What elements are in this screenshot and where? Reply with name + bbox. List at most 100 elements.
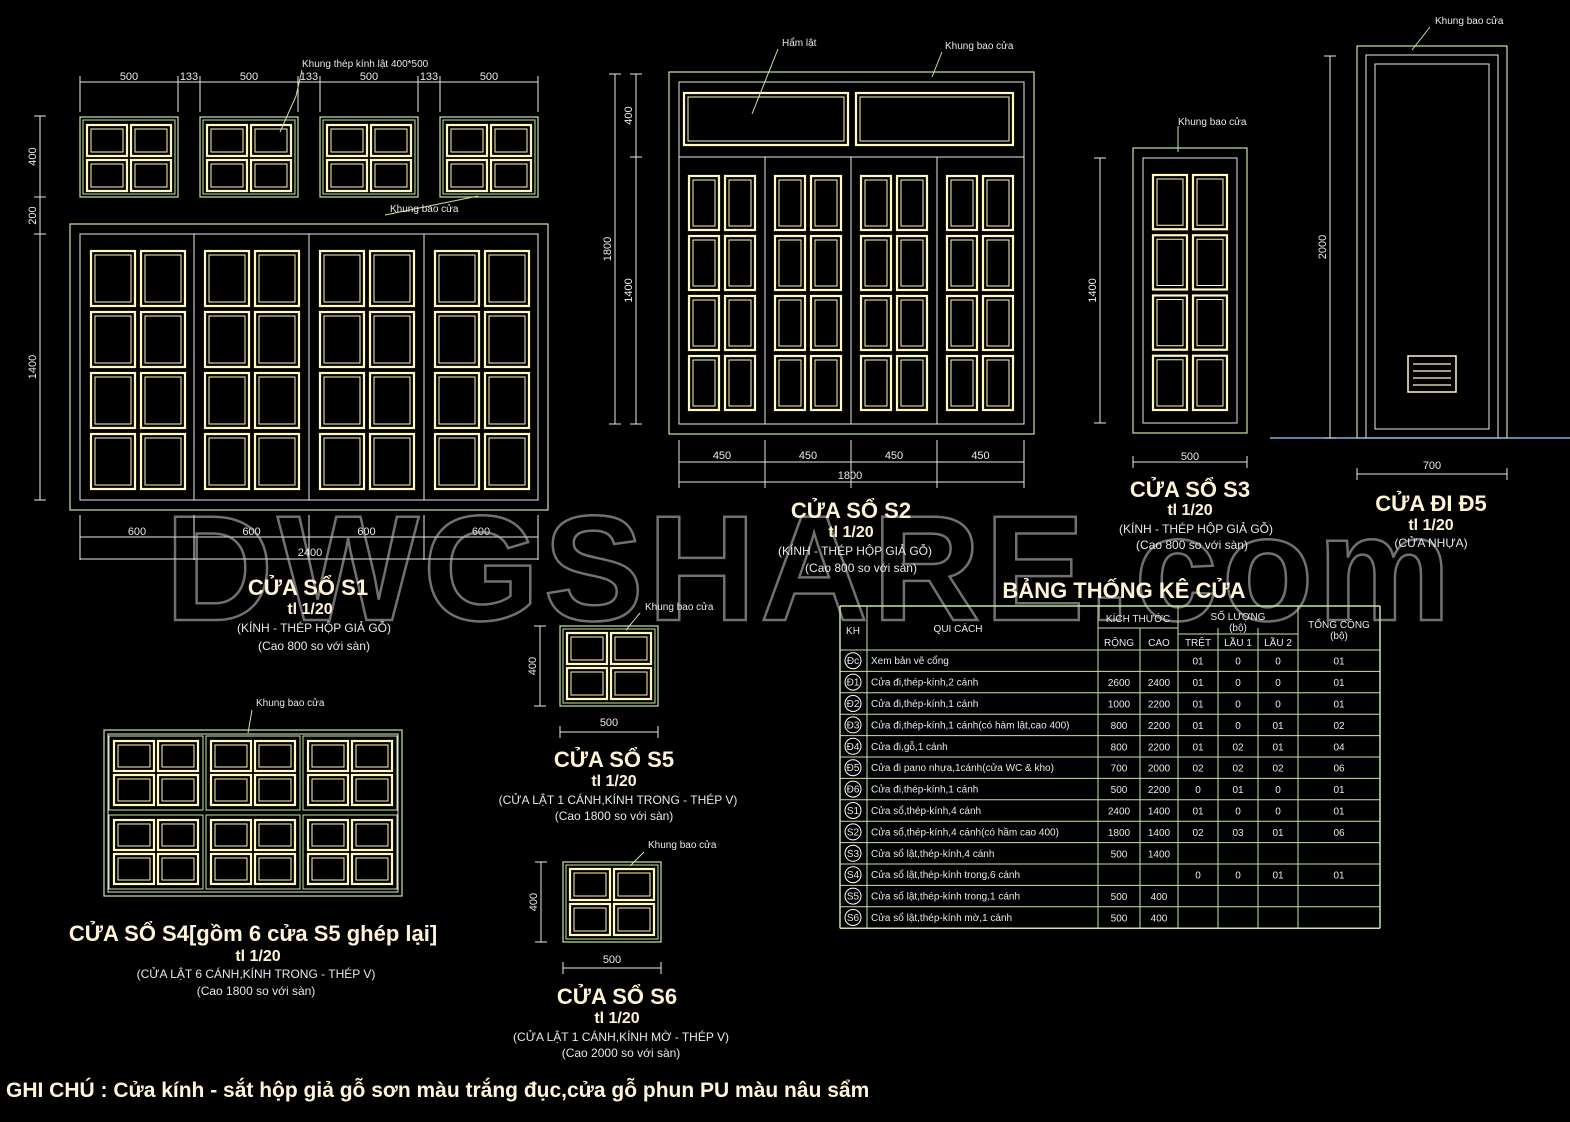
glass-pane — [205, 158, 249, 193]
glass-pane — [433, 249, 481, 308]
glass-pane-inner — [374, 128, 408, 153]
row-lau1: 01 — [1232, 785, 1244, 796]
glass-pane-inner — [214, 744, 248, 768]
glass-pane-inner — [986, 239, 1010, 287]
s1-outer-frame — [69, 223, 549, 511]
s4-install-height: (Cao 1800 so với sàn) — [197, 984, 316, 998]
row-description: Cửa sổ lật,thép-kính trong,1 cánh — [871, 891, 1020, 903]
row-width: 500 — [1111, 914, 1128, 925]
glass-pane — [156, 739, 200, 773]
d5-scale: tl 1/20 — [1408, 517, 1453, 534]
s2-frame-label: Khung bao cửa — [945, 40, 1014, 52]
row-code-circle — [844, 716, 862, 734]
glass-pane — [253, 432, 301, 491]
glass-pane-inner — [94, 315, 132, 364]
glass-pane — [318, 310, 366, 369]
glass-pane — [368, 310, 416, 369]
s6-scale: tl 1/20 — [594, 1010, 639, 1027]
glass-pane-inner — [258, 778, 292, 802]
s4-leaf-frame — [108, 735, 204, 811]
row-total: 01 — [1333, 807, 1345, 818]
glass-pane — [318, 371, 366, 430]
glass-pane-inner — [258, 823, 292, 847]
row-code: Đc — [847, 656, 859, 667]
row-height: 2200 — [1148, 700, 1171, 711]
glass-pane-inner — [355, 823, 389, 847]
s5-frame-label: Khung bao cửa — [645, 601, 714, 613]
s3-dim-1400: 1400 — [1087, 278, 1099, 302]
glass-pane — [139, 249, 187, 308]
row-height: 2200 — [1148, 742, 1171, 753]
glass-pane-inner — [488, 315, 526, 364]
row-code-circle — [844, 802, 862, 819]
glass-pane-inner — [900, 239, 924, 287]
row-code: Đ5 — [847, 763, 860, 774]
row-lau1: 0 — [1235, 871, 1241, 882]
s5-inner-frame — [562, 628, 656, 704]
glass-pane — [368, 371, 416, 430]
glass-pane-inner — [94, 437, 132, 486]
glass-pane-inner — [214, 778, 248, 802]
glass-pane-inner — [900, 179, 924, 227]
row-width: 500 — [1111, 849, 1128, 860]
s1-vent-frame — [319, 116, 419, 198]
s1-bottom-dim-text: 600 — [357, 526, 375, 538]
s4-title: CỬA SỔ S4[gồm 6 cửa S5 ghép lại] — [69, 921, 437, 946]
glass-pane — [433, 310, 481, 369]
glass-pane — [129, 123, 173, 158]
s1-top-dim-text: 500 — [360, 71, 378, 83]
s1-top-dim-text: 500 — [480, 71, 498, 83]
row-total: 02 — [1333, 721, 1345, 732]
glass-pane — [687, 234, 721, 292]
row-lau1: 0 — [1235, 700, 1241, 711]
glass-pane-inner — [614, 671, 648, 696]
glass-pane — [445, 123, 489, 158]
d5-material: (CỬA NHỰA) — [1394, 535, 1467, 550]
s1-vent-frame — [79, 116, 179, 198]
glass-pane — [306, 852, 350, 886]
row-height: 2400 — [1148, 678, 1171, 689]
glass-pane-inner — [373, 376, 411, 425]
leader-line — [931, 51, 943, 78]
glass-pane-inner — [134, 128, 168, 153]
glass-pane-inner — [864, 359, 888, 407]
row-height: 1400 — [1148, 849, 1171, 860]
s2-title: CỬA SỔ S2 — [791, 498, 911, 523]
glass-pane-inner — [311, 778, 345, 802]
row-code-circle — [844, 652, 862, 670]
glass-pane — [89, 371, 137, 430]
glass-pane — [350, 773, 394, 807]
glass-pane-inner — [692, 239, 716, 287]
glass-pane-inner — [778, 299, 802, 347]
row-description: Xem bản vẽ cổng — [871, 655, 949, 667]
glass-pane-inner — [864, 239, 888, 287]
table-header-tret: TRỆT — [1185, 636, 1211, 649]
glass-pane-inner — [488, 254, 526, 303]
glass-pane-inner — [258, 857, 292, 881]
glass-pane-inner — [144, 437, 182, 486]
row-height: 2200 — [1148, 785, 1171, 796]
s1-install-height: (Cao 800 so với sàn) — [258, 639, 370, 653]
glass-pane — [129, 158, 173, 193]
glass-pane-inner — [144, 315, 182, 364]
glass-pane-inner — [1156, 178, 1184, 226]
s2-install-height: (Cao 800 so với sàn) — [805, 561, 917, 575]
glass-pane-inner — [450, 163, 484, 188]
glass-pane — [895, 294, 929, 352]
glass-pane-inner — [323, 315, 361, 364]
glass-pane — [859, 294, 893, 352]
row-height: 1400 — [1148, 828, 1171, 839]
glass-pane-inner — [573, 872, 607, 897]
s1-top-frame-label: Khung thép kính lật 400*500 — [302, 59, 429, 70]
row-code: Đ3 — [847, 720, 860, 731]
glass-pane — [445, 158, 489, 193]
row-lau1: 0 — [1235, 657, 1241, 668]
s2-total-width: 1800 — [838, 470, 862, 482]
table-header-rong: RỘNG — [1104, 636, 1134, 649]
leader-line — [751, 48, 779, 115]
glass-pane — [350, 739, 394, 773]
glass-pane — [809, 234, 843, 292]
glass-pane — [325, 123, 369, 158]
s1-vent-frame-inner — [202, 119, 296, 195]
